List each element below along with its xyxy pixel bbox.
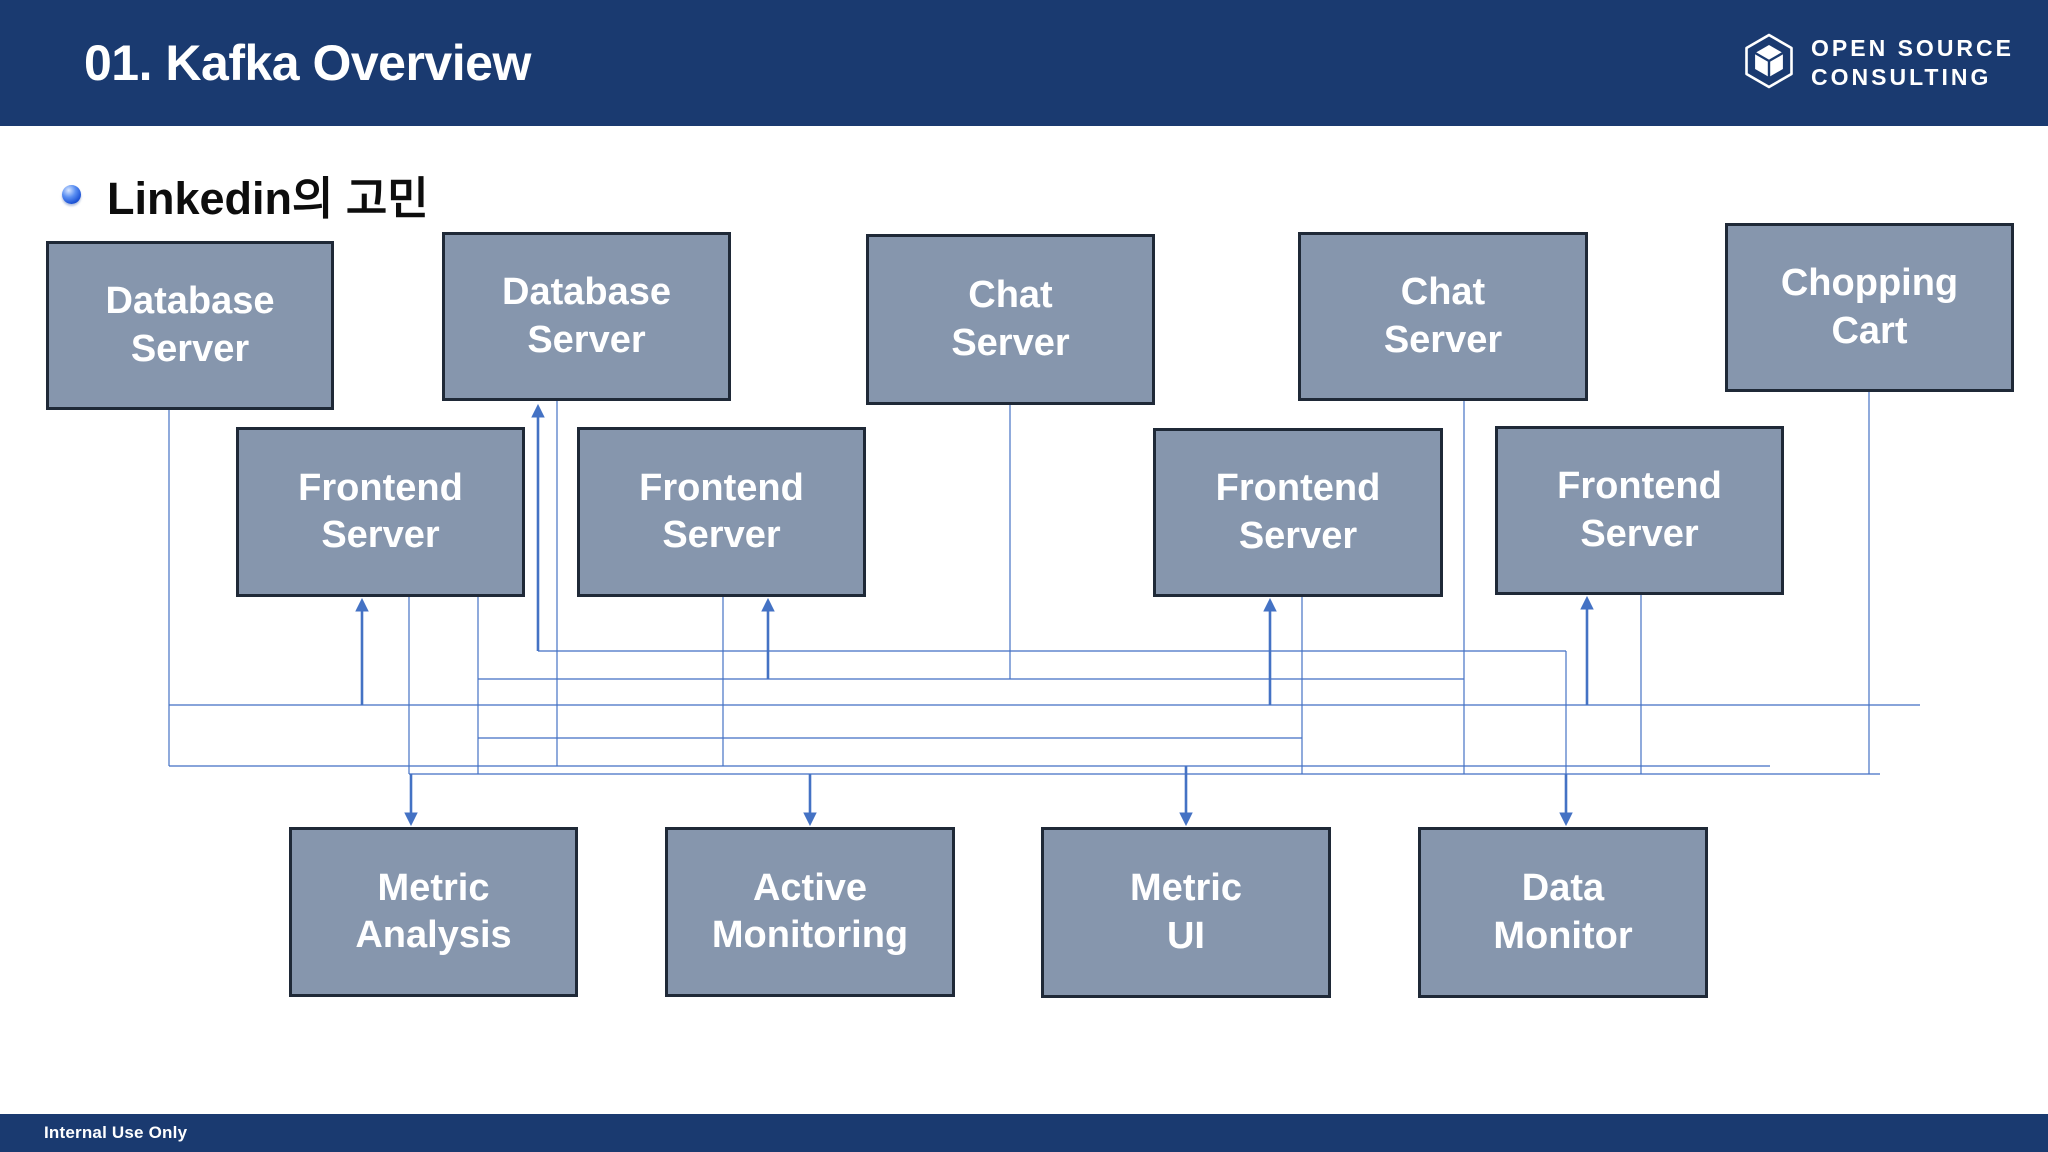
footer-note: Internal Use Only <box>44 1123 188 1142</box>
logo-text: OPEN SOURCE CONSULTING <box>1811 34 2014 92</box>
blue-sphere-bullet-icon <box>62 184 81 204</box>
bullet-heading-row: Linkedin의 고민 <box>62 164 429 224</box>
bus-lines <box>168 391 1920 775</box>
hexagon-cube-icon <box>1743 32 1795 95</box>
logo-text-line1: OPEN SOURCE <box>1811 35 2014 62</box>
osc-logo: OPEN SOURCE CONSULTING <box>1743 0 2014 126</box>
page-title: 01. Kafka Overview <box>84 35 531 91</box>
footer-bar: Internal Use Only <box>0 1114 2048 1152</box>
arrow-connectors <box>355 403 1594 827</box>
logo-text-line2: CONSULTING <box>1811 64 1992 90</box>
bullet-heading: Linkedin의 고민 <box>107 172 429 224</box>
header-bar: 01. Kafka Overview OPEN SOURCE CONSULTIN… <box>0 0 2048 126</box>
